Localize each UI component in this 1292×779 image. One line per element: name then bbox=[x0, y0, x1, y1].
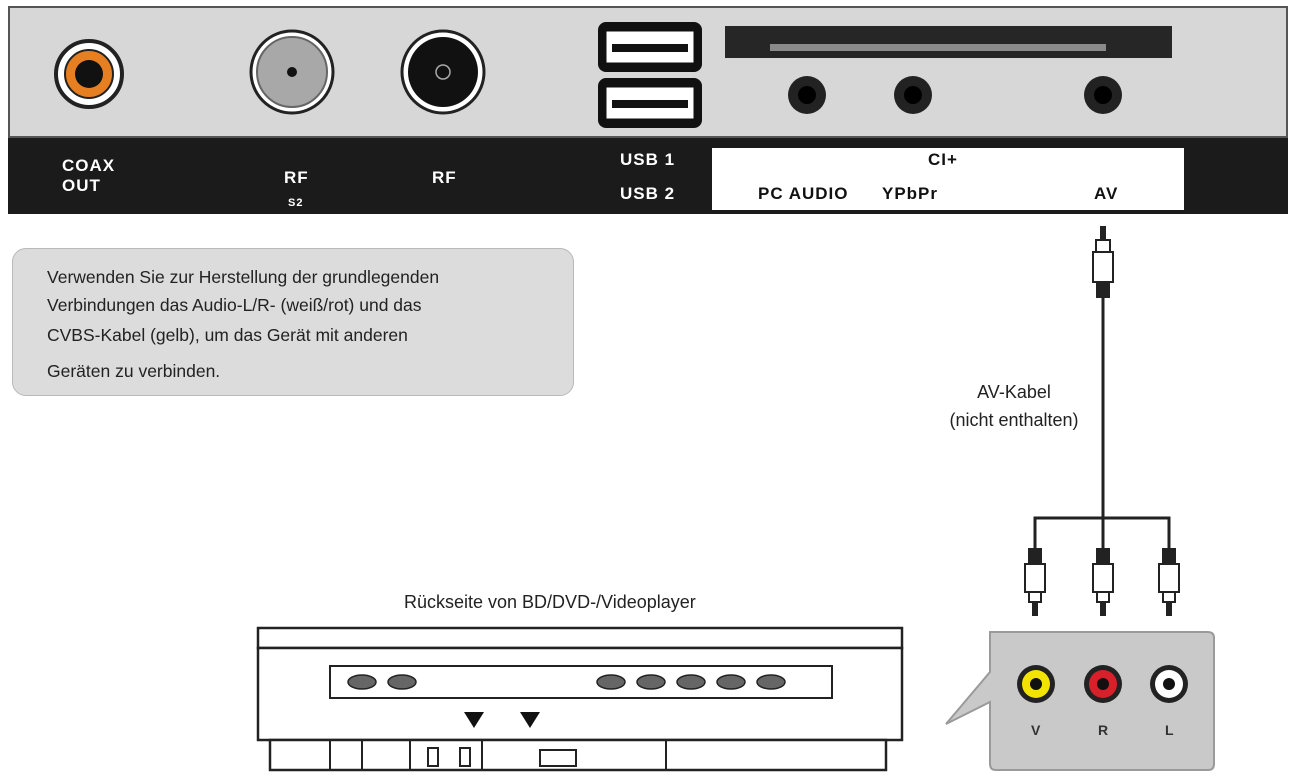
rf-s2-label: RF bbox=[284, 168, 309, 187]
cable-top-plug bbox=[1092, 226, 1114, 298]
pc-audio-label: PC AUDIO bbox=[758, 184, 849, 203]
info-line: Verbindungen das Audio-L/R- (weiß/rot) u… bbox=[47, 295, 422, 315]
ci-label: CI+ bbox=[928, 150, 958, 169]
info-line: Geräten zu verbinden. bbox=[47, 361, 221, 381]
rf-label: RF bbox=[432, 168, 457, 187]
tv-panel-ports bbox=[54, 22, 1172, 128]
socket-right bbox=[1084, 665, 1122, 703]
coax-out-label: OUT bbox=[62, 176, 101, 195]
usb-2-label: USB 2 bbox=[620, 184, 676, 203]
ci-label-box: CI+ PC AUDIO YPbPr AV bbox=[712, 148, 1184, 210]
coax-out-port bbox=[54, 39, 124, 109]
socket-video bbox=[1017, 665, 1055, 703]
coax-label: COAX bbox=[62, 156, 116, 175]
cable-caption-line1: AV-Kabel bbox=[977, 382, 1051, 402]
rf-s2-port bbox=[249, 29, 335, 115]
player-title: Rückseite von BD/DVD-/Videoplayer bbox=[404, 592, 696, 612]
info-box: Verwenden Sie zur Herstellung der grundl… bbox=[12, 248, 574, 396]
cable-plug-right bbox=[1092, 548, 1114, 616]
jack-label-v: V bbox=[1031, 722, 1041, 738]
usb-1-port bbox=[598, 22, 702, 72]
cable-caption-line2: (nicht enthalten) bbox=[949, 410, 1079, 430]
ci-slot bbox=[725, 26, 1172, 58]
av-socket-box bbox=[945, 631, 1215, 771]
av-jack bbox=[1084, 76, 1122, 114]
info-line: CVBS-Kabel (gelb), um das Gerät mit ande… bbox=[47, 325, 408, 345]
usb-2-port bbox=[598, 78, 702, 128]
rf-s2-sub-label: S2 bbox=[288, 197, 304, 209]
info-line: Verwenden Sie zur Herstellung der grundl… bbox=[47, 267, 440, 287]
jack-label-r: R bbox=[1098, 722, 1109, 738]
usb-1-label: USB 1 bbox=[620, 150, 676, 169]
av-label: AV bbox=[1094, 184, 1119, 203]
cable-plug-video bbox=[1024, 548, 1046, 616]
ypbpr-jack bbox=[894, 76, 932, 114]
rf-port bbox=[400, 29, 486, 115]
player-back-drawing bbox=[256, 626, 904, 772]
jack-label-l: L bbox=[1165, 722, 1174, 738]
cable-plug-left bbox=[1158, 548, 1180, 616]
pc-audio-jack bbox=[788, 76, 826, 114]
socket-left bbox=[1150, 665, 1188, 703]
ypbpr-label: YPbPr bbox=[882, 184, 939, 203]
